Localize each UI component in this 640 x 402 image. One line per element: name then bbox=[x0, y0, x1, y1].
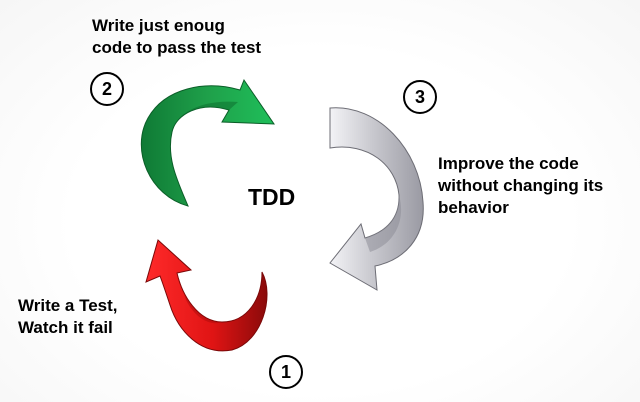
step-3-line-3: behavior bbox=[438, 198, 509, 217]
step-2-line-2: code to pass the test bbox=[92, 38, 262, 57]
step-1-description: Write a Test, Watch it fail bbox=[18, 295, 118, 339]
step-3-number-badge: 3 bbox=[403, 80, 437, 114]
step-1-line-1: Write a Test, bbox=[18, 296, 118, 315]
step-3-arrow bbox=[329, 107, 424, 291]
step-1-number-badge: 1 bbox=[269, 355, 303, 389]
step-3-description: Improve the code without changing its be… bbox=[438, 153, 603, 219]
step-2-arrow bbox=[140, 78, 275, 207]
step-2-number-badge: 2 bbox=[90, 72, 124, 106]
step-1-line-2: Watch it fail bbox=[18, 318, 113, 337]
center-title: TDD bbox=[248, 184, 296, 210]
step-2-description: Write just enoug code to pass the test bbox=[92, 15, 261, 59]
step-2-line-1: Write just enoug bbox=[92, 16, 225, 35]
step-1-arrow bbox=[145, 239, 268, 352]
step-3-line-1: Improve the code bbox=[438, 154, 579, 173]
step-3-line-2: without changing its bbox=[438, 176, 604, 195]
